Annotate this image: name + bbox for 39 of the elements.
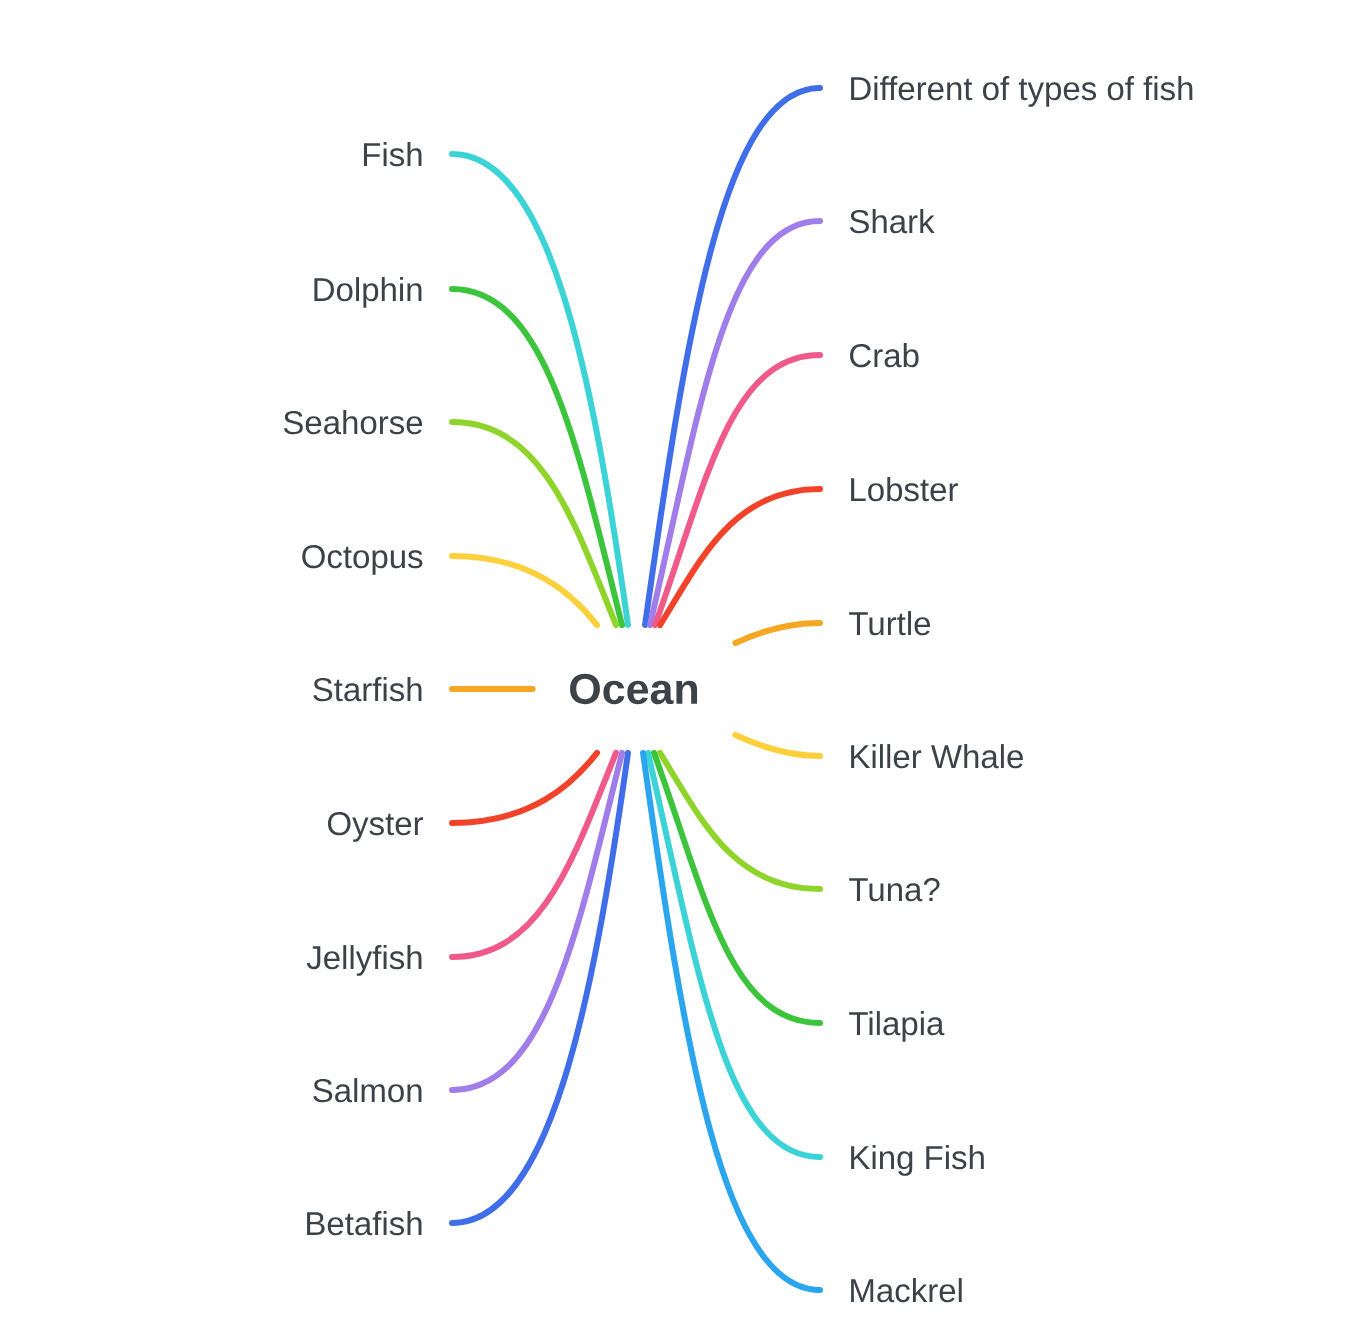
branch-line xyxy=(449,749,619,960)
topic-label: Starfish xyxy=(313,677,422,702)
branch-line xyxy=(657,486,823,629)
topic-label: Tilapia xyxy=(849,1011,945,1042)
topic-label: Different of types of fish xyxy=(851,76,1193,107)
topic-label: Lobster xyxy=(851,477,958,502)
branch-line xyxy=(449,749,600,826)
branch-line xyxy=(642,85,823,629)
topic-label: Fish xyxy=(363,142,422,167)
branch-line xyxy=(647,218,823,629)
topic-label: Jellyfish xyxy=(306,945,422,976)
branch-line xyxy=(732,620,823,646)
branch-line xyxy=(449,286,625,629)
topic-label: Betafish xyxy=(307,1211,422,1236)
topic-label: Mackrel xyxy=(851,1278,962,1303)
branch-line xyxy=(645,749,823,1160)
central-topic: Ocean xyxy=(570,673,698,705)
branch-line xyxy=(657,749,823,892)
branch-line xyxy=(449,749,631,1226)
topic-label: Tuna? xyxy=(849,877,940,902)
topic-label: Oyster xyxy=(328,811,424,842)
topic-label: Shark xyxy=(849,209,935,234)
topic-label: Seahorse xyxy=(283,410,423,435)
branch-line xyxy=(651,749,823,1026)
topic-label: Dolphin xyxy=(314,277,422,308)
branch-line xyxy=(652,352,823,629)
branch-line xyxy=(732,732,823,759)
topic-label: King Fish xyxy=(851,1145,984,1176)
branch-line xyxy=(449,686,536,692)
topic-label: Octopus xyxy=(302,544,423,575)
branch-line xyxy=(640,749,823,1293)
branch-line xyxy=(449,749,625,1093)
branch-line xyxy=(449,419,619,629)
topic-label: Crab xyxy=(850,343,919,368)
topic-label: Killer Whale xyxy=(851,744,1023,769)
branch-line xyxy=(449,151,631,629)
topic-label: Turtle xyxy=(849,611,931,636)
branch-line xyxy=(449,553,600,629)
topic-label: Salmon xyxy=(313,1078,422,1103)
